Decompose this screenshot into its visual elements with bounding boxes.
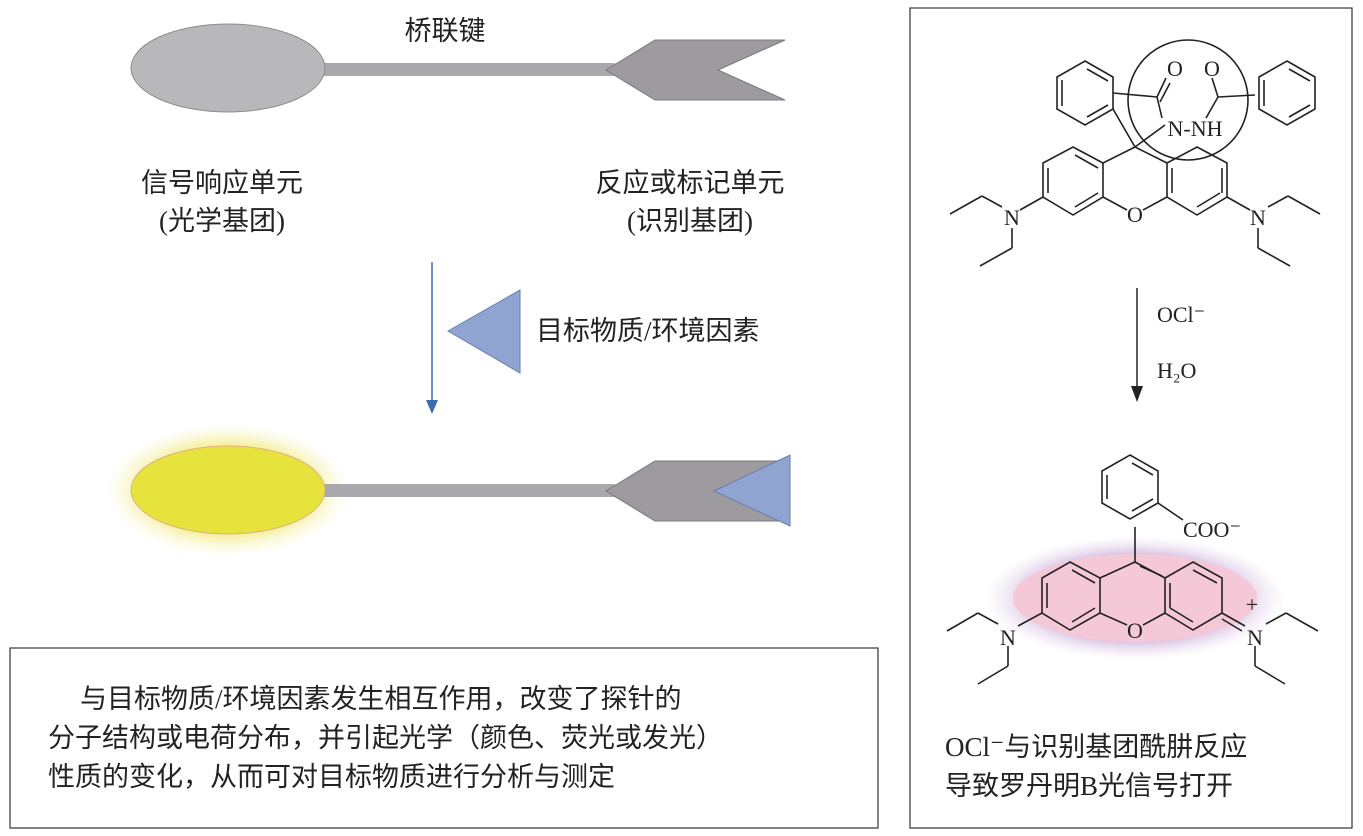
bound-target-triangle-icon: [712, 454, 791, 527]
carbonyl-o: O: [1204, 56, 1220, 81]
bridge-bar: [315, 484, 615, 497]
probe-before: 桥联键 信号响应单元 (光学基团) 反应或标记单元 (识别基团): [130, 16, 786, 236]
recognition-unit-arrow: [605, 39, 786, 101]
hydrazide-label: N-NH: [1168, 116, 1223, 141]
probe-after: [106, 424, 791, 556]
description-line: 分子结构或电荷分布，并引起光学（颜色、荧光或发光）: [48, 723, 723, 753]
description-box: 与目标物质/环境因素发生相互作用，改变了探针的 分子结构或电荷分布，并引起光学（…: [9, 647, 879, 829]
carboxylate-label: COO⁻: [1183, 517, 1241, 542]
rhodamine-b-structure: COO⁻ N N + O: [946, 454, 1319, 685]
recognition-unit-sublabel: (识别基团): [627, 206, 753, 236]
process-arrow: 目标物质/环境因素: [426, 262, 760, 414]
rhodamine-hydrazide-structure: O O N-NH N N O: [949, 39, 1321, 267]
bridge-bar: [315, 63, 615, 76]
ring-o: O: [1127, 202, 1143, 227]
bridge-label: 桥联键: [405, 16, 486, 46]
recognition-unit-label: 反应或标记单元: [596, 168, 785, 198]
amine-n: N: [1004, 205, 1020, 230]
description-line: 性质的变化，从而可对目标物质进行分析与测定: [48, 762, 615, 792]
ring-o: O: [1127, 618, 1143, 643]
target-triangle-icon: [446, 289, 521, 374]
caption-line: OCl⁻与识别基团酰肼反应: [945, 732, 1247, 762]
signal-unit-sublabel: (光学基团): [159, 206, 285, 236]
carbonyl-o: O: [1167, 56, 1183, 81]
target-label: 目标物质/环境因素: [536, 316, 760, 346]
signal-unit-label: 信号响应单元: [141, 168, 303, 198]
amine-n: N: [1000, 625, 1016, 650]
positive-charge: +: [1246, 592, 1258, 617]
signal-unit-lit-ellipse: [130, 445, 326, 535]
solvent-label: H₂O: [1157, 358, 1196, 383]
caption-line: 导致罗丹明B光信号打开: [945, 771, 1233, 801]
reaction-arrow: OCl⁻ H₂O: [1131, 288, 1205, 402]
right-panel: [909, 7, 1353, 829]
signal-unit-ellipse: [130, 23, 326, 113]
amine-n: N: [1250, 205, 1266, 230]
description-line: 与目标物质/环境因素发生相互作用，改变了探针的: [80, 684, 682, 714]
reagent-label: OCl⁻: [1157, 302, 1205, 327]
iminium-n: N: [1247, 625, 1263, 650]
